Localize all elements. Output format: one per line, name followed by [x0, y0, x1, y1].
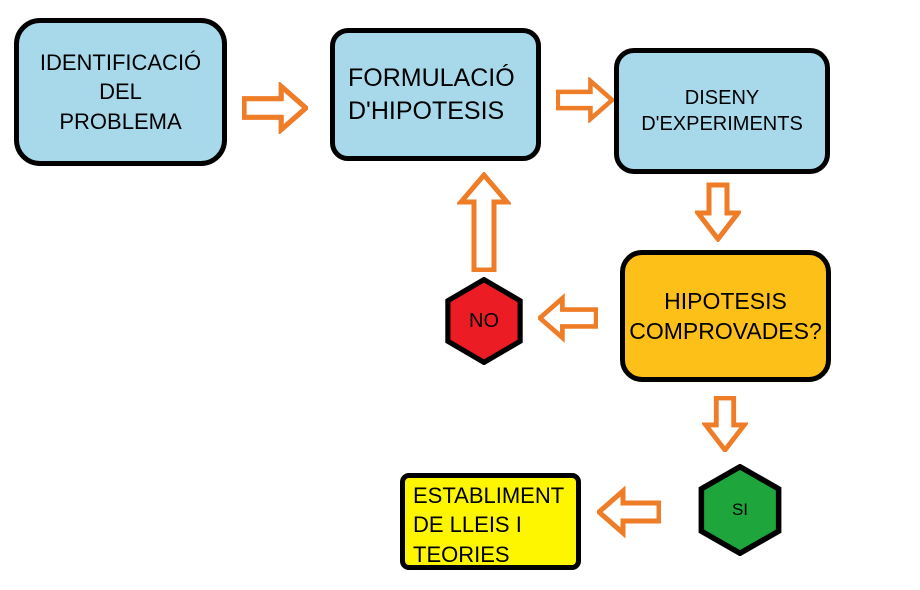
node-diseny-experiments: DISENY D'EXPERIMENTS: [614, 48, 830, 174]
arrow-down-1-icon: [695, 182, 741, 242]
arrow-right-1-icon: [242, 82, 308, 134]
decision-si-label: SI: [731, 500, 749, 519]
hexagon-icon: [698, 464, 782, 556]
decision-no-hexagon: NO: [441, 277, 527, 365]
node-formulacio-label: FORMULACIÓ D'HIPOTESIS: [348, 63, 515, 125]
node-establiment-label: ESTABLIMENT DE LLEIS I TEORIES: [413, 483, 565, 567]
hexagon-icon: [445, 277, 523, 365]
node-formulacio-hipotesis: FORMULACIÓ D'HIPOTESIS: [330, 28, 541, 161]
arrow-down-2-icon: [702, 396, 748, 452]
arrow-left-2-icon: [597, 486, 661, 538]
node-hipotesis-comprovades: HIPOTESIS COMPROVADES?: [620, 250, 831, 382]
node-identificacio-problema: IDENTIFICACIÓ DEL PROBLEMA: [14, 18, 227, 166]
node-hipotesis-label: HIPOTESIS COMPROVADES?: [629, 287, 822, 344]
node-establiment-lleis: ESTABLIMENT DE LLEIS I TEORIES: [400, 473, 581, 570]
decision-si-hexagon: SI: [694, 464, 786, 556]
node-diseny-label: DISENY D'EXPERIMENTS: [641, 86, 803, 135]
node-identificacio-label: IDENTIFICACIÓ DEL PROBLEMA: [39, 50, 202, 134]
arrow-left-1-icon: [538, 293, 598, 343]
arrow-right-2-icon: [556, 77, 614, 123]
decision-no-label: NO: [469, 309, 499, 332]
arrow-up-1-icon: [457, 172, 511, 272]
